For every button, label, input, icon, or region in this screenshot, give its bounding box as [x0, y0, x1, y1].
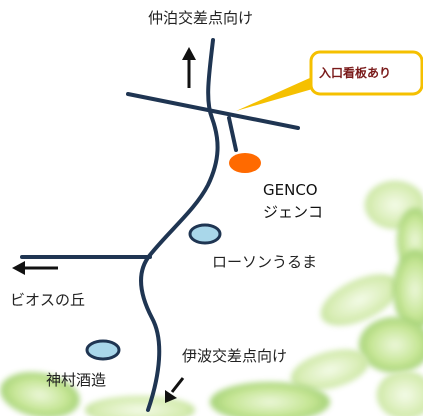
- roads: [20, 38, 300, 412]
- kamimura-label: 神村酒造: [46, 371, 107, 389]
- north-direction-label: 仲泊交差点向け: [148, 9, 254, 27]
- genco-marker: [229, 153, 261, 173]
- leaf-decoration: [210, 382, 330, 416]
- leaf-decoration: [0, 372, 80, 416]
- south-direction-label: 伊波交差点向け: [182, 347, 288, 365]
- leaf-decoration: [359, 317, 423, 373]
- leaf-decoration: [291, 349, 369, 391]
- kamimura-marker: [85, 339, 121, 361]
- callout-box: [309, 50, 423, 96]
- lawson-marker: [188, 223, 222, 245]
- entrance-callout: [236, 50, 423, 111]
- access-road: [227, 116, 238, 152]
- cross-road: [126, 92, 300, 130]
- leaf-decoration: [377, 371, 423, 416]
- arrow-up-icon: [182, 47, 196, 88]
- background-leaves: [0, 181, 423, 416]
- leaf-decoration: [393, 250, 423, 330]
- genco-label-jp: ジェンコ: [263, 203, 324, 221]
- lawson-label: ローソンうるま: [212, 253, 318, 271]
- genco-label-en: GENCO: [263, 181, 318, 199]
- leaf-decoration: [85, 396, 195, 416]
- arrow-left-icon: [12, 261, 58, 275]
- callout-pointer: [236, 77, 316, 111]
- arrow-down-left-icon: [165, 377, 185, 403]
- main-road: [139, 38, 220, 412]
- entrance-sign-label: 入口看板あり: [319, 66, 392, 80]
- leaf-decoration: [321, 274, 399, 326]
- west-direction-label: ビオスの丘: [10, 291, 86, 309]
